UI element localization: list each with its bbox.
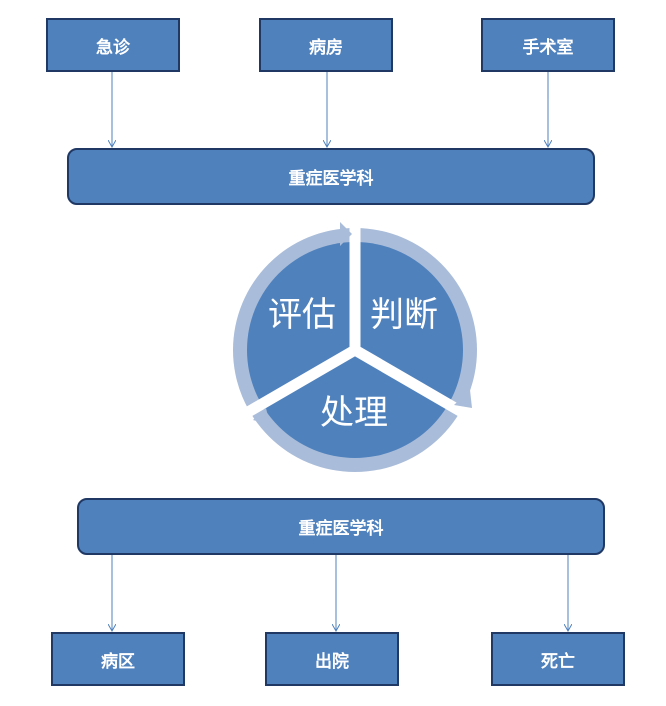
target-box-discharge: 出院 xyxy=(265,632,399,686)
source-box-emergency: 急诊 xyxy=(46,18,180,72)
cycle-label-judge: 判断 xyxy=(370,295,438,335)
cycle-separator-right xyxy=(352,345,470,420)
target-label-death: 死亡 xyxy=(541,651,575,672)
target-label-ward-area: 病区 xyxy=(101,651,135,672)
target-box-ward-area: 病区 xyxy=(51,632,185,686)
icu-bar-bottom: 重症医学科 xyxy=(77,498,605,555)
target-label-discharge: 出院 xyxy=(315,651,349,672)
source-label-ward: 病房 xyxy=(309,37,343,58)
cycle-separator-left xyxy=(240,345,358,420)
icu-bar-bottom-label: 重症医学科 xyxy=(298,519,384,539)
source-box-ward: 病房 xyxy=(259,18,393,72)
icu-bar-top: 重症医学科 xyxy=(67,148,595,205)
source-label-operating-room: 手术室 xyxy=(522,37,574,58)
cycle-arrowhead-left xyxy=(253,408,270,425)
cycle-label-treat: 处理 xyxy=(320,393,388,433)
cycle-arrowhead-top xyxy=(340,222,352,246)
icu-bar-top-label: 重症医学科 xyxy=(288,169,374,189)
target-box-death: 死亡 xyxy=(491,632,625,686)
cycle-arrowhead-right xyxy=(454,390,472,408)
source-label-emergency: 急诊 xyxy=(96,37,130,58)
cycle-label-assess: 评估 xyxy=(268,295,336,335)
source-box-operating-room: 手术室 xyxy=(481,18,615,72)
